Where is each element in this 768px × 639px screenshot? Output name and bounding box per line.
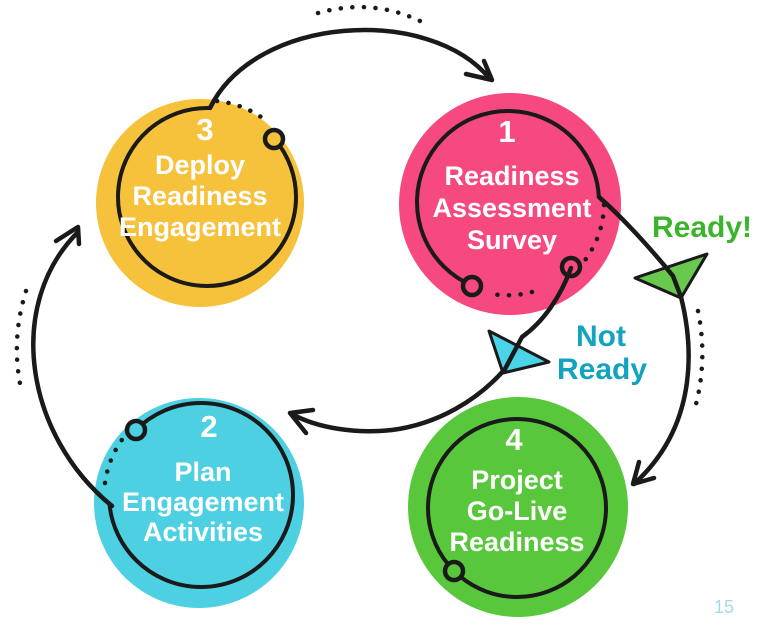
step-1-label-line: Readiness: [444, 161, 579, 191]
step-1-label-line: Survey: [467, 225, 557, 255]
step-3-circle: 3 Deploy Readiness Engagement: [96, 98, 304, 307]
step-2-label-line: Activities: [143, 517, 263, 547]
step-4-label-line: Go-Live: [467, 496, 568, 526]
page-number: 15: [714, 597, 734, 617]
arrow-step1-notready-to-step2: [287, 265, 574, 436]
step-1-label-line: Assessment: [432, 193, 591, 223]
step-3-ring-node: [262, 127, 286, 151]
dotted-arc-right: [692, 308, 705, 411]
step-4-label-line: Readiness: [449, 527, 584, 557]
step-4-disc: [408, 397, 628, 617]
step-1-number: 1: [498, 114, 515, 149]
arrow-curve: [596, 194, 691, 487]
arrow-curve: [207, 27, 493, 111]
step-1-ring-node: [460, 274, 484, 298]
dotted-arc-top: [315, 4, 423, 24]
arrow-step3-to-step1: [207, 27, 495, 111]
step-4-circle: 4 Project Go-Live Readiness: [408, 397, 628, 617]
step-1-circle: 1 Readiness Assessment Survey: [399, 93, 621, 315]
step-2-label-line: Plan: [174, 457, 231, 487]
step-2-disc: [94, 398, 304, 608]
step-2-label-line: Engagement: [122, 487, 284, 517]
step-3-disc: [96, 99, 304, 307]
not-ready-triangle-icon: [487, 329, 551, 375]
step-4-label-line: Project: [471, 465, 563, 495]
step-2-ring-node: [124, 418, 148, 442]
arrowhead-icon: [287, 407, 316, 436]
step-4-number: 4: [505, 422, 523, 457]
not-ready-label-line1: Not: [576, 320, 626, 353]
step-1-ring-dots-right: [579, 202, 607, 267]
step-3-label-line: Deploy: [155, 150, 245, 180]
arrow-curve: [289, 265, 574, 434]
not-ready-label-line2: Ready: [557, 353, 647, 386]
step-2-ring-dots: [102, 434, 127, 486]
arrow-step1-ready-to-step4: [596, 194, 691, 487]
arrowhead-icon: [630, 459, 657, 487]
step-1-ring-dots-bottom: [484, 289, 535, 298]
arrowhead-icon: [463, 58, 495, 83]
step-3-number: 3: [196, 112, 213, 147]
step-3-label-line: Readiness: [132, 181, 267, 211]
ready-label: Ready!: [652, 211, 752, 244]
dotted-arc-left: [14, 288, 29, 396]
arrow-step2-to-step3: [31, 224, 115, 509]
step-2-number: 2: [200, 409, 217, 444]
step-4-ring-node: [442, 559, 466, 583]
step-3-label-line: Engagement: [119, 212, 281, 242]
arrow-curve: [31, 229, 115, 509]
step-2-circle: 2 Plan Engagement Activities: [94, 398, 304, 608]
arrowhead-icon: [53, 224, 82, 247]
